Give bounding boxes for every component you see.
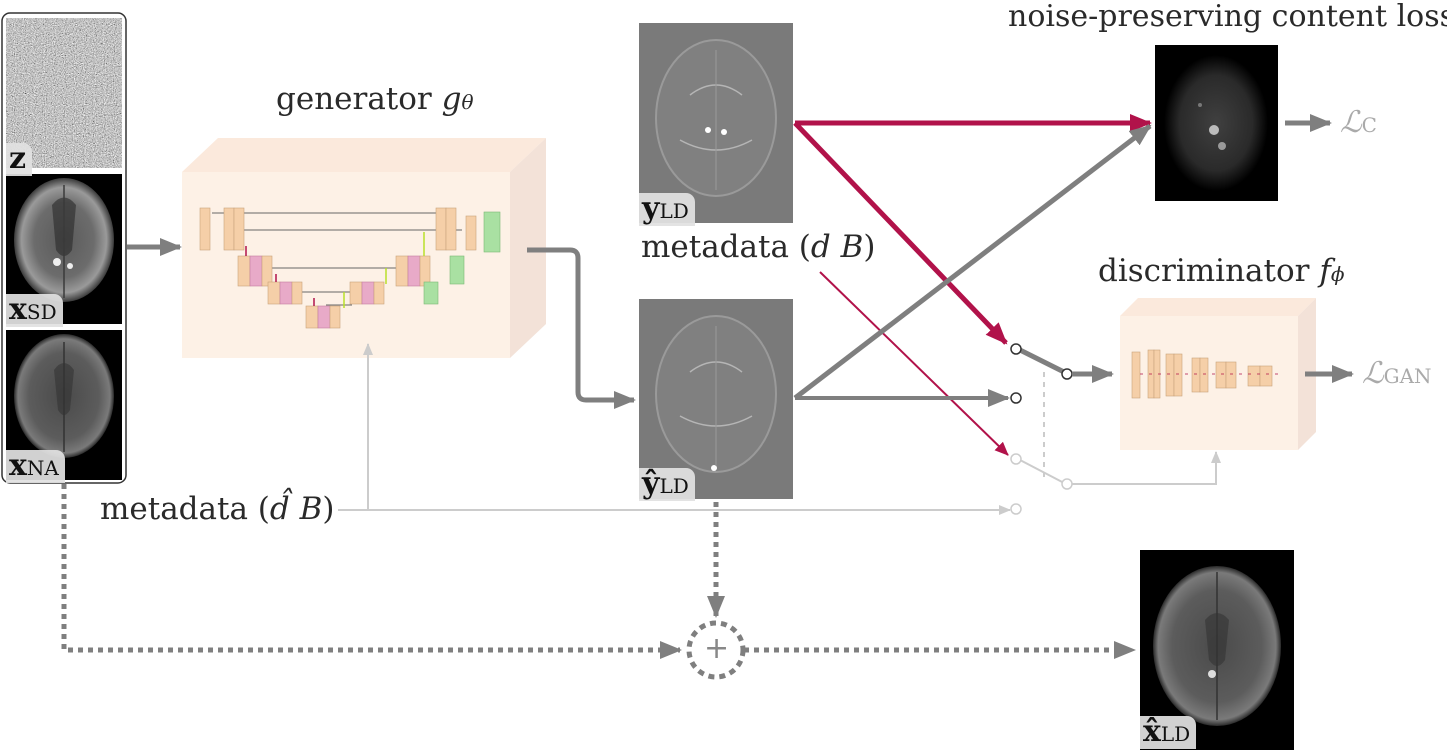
switch-nodes	[1010, 343, 1221, 515]
loss-gan-sym: ℒ	[1362, 356, 1384, 391]
metadata-gen-b: B	[299, 491, 323, 527]
label-x-na-sub: NA	[26, 456, 59, 480]
label-x-hat-ld: x̂LD	[1140, 714, 1197, 749]
discriminator-symbol-sub: ϕ	[1330, 262, 1345, 286]
generator-label-text: generator	[276, 81, 432, 117]
metadata-gen-suffix: )	[322, 491, 335, 527]
discriminator-label: discriminator fϕ	[1098, 256, 1344, 287]
label-x-hat-ld-sub: LD	[1160, 722, 1191, 746]
label-y-ld-sub: LD	[659, 199, 689, 223]
discriminator-box	[1120, 298, 1316, 450]
content-loss-title: noise-preserving content loss	[1008, 0, 1447, 34]
label-y-hat-ld-sym: ŷ	[642, 466, 660, 501]
label-z: z	[6, 141, 33, 176]
generator-box	[182, 138, 546, 358]
loss-c-sym: ℒ	[1340, 105, 1362, 140]
discriminator-label-text: discriminator	[1098, 253, 1310, 289]
loss-c-label: ℒC	[1340, 108, 1377, 138]
metadata-true-b: B	[840, 229, 864, 265]
metadata-gen-label: metadata (d̂ B)	[100, 494, 335, 525]
label-y-hat-ld: ŷLD	[639, 468, 695, 501]
label-x-na: xNA	[6, 450, 65, 483]
image-y-ld	[639, 23, 793, 223]
metadata-true-d: d	[810, 229, 831, 265]
metadata-gen-prefix: metadata (	[100, 491, 270, 527]
arrow-generator-to-yhat	[527, 247, 636, 409]
loss-c-sub: C	[1361, 113, 1377, 137]
generator-symbol: g	[441, 81, 462, 117]
discriminator-symbol: f	[1319, 253, 1331, 289]
label-x-na-sym: x	[9, 448, 27, 483]
label-x-hat-ld-sym: x̂	[1143, 714, 1161, 749]
metadata-gen-d: d̂	[269, 491, 290, 527]
loss-gan-sub: GAN	[1383, 364, 1432, 388]
arrow-yhat-to-content-loss	[793, 124, 1152, 400]
noise-image-z	[6, 18, 122, 168]
arrow-metadata-true	[819, 271, 1009, 456]
label-y-ld-sym: y	[642, 191, 660, 226]
label-y-ld: yLD	[639, 193, 695, 226]
label-x-sd-sym: x	[9, 292, 27, 327]
generator-unet	[199, 207, 501, 329]
label-y-hat-ld-sub: LD	[659, 474, 689, 498]
metadata-true-suffix: )	[863, 229, 876, 265]
loss-gan-label: ℒGAN	[1362, 359, 1432, 389]
label-z-sym: z	[9, 141, 27, 176]
sum-node-symbol: +	[704, 631, 730, 666]
content-loss-image	[1155, 45, 1278, 201]
label-x-sd: xSD	[6, 294, 63, 327]
label-x-sd-sub: SD	[26, 300, 57, 324]
generator-label: generator gθ	[276, 84, 474, 115]
sum-node	[686, 620, 746, 680]
metadata-true-prefix: metadata (	[641, 229, 811, 265]
image-y-hat-ld	[639, 299, 793, 499]
arrow-yld-to-switch	[793, 121, 1008, 345]
metadata-true-label: metadata (d B)	[641, 232, 876, 263]
generator-symbol-sub: θ	[461, 90, 474, 114]
